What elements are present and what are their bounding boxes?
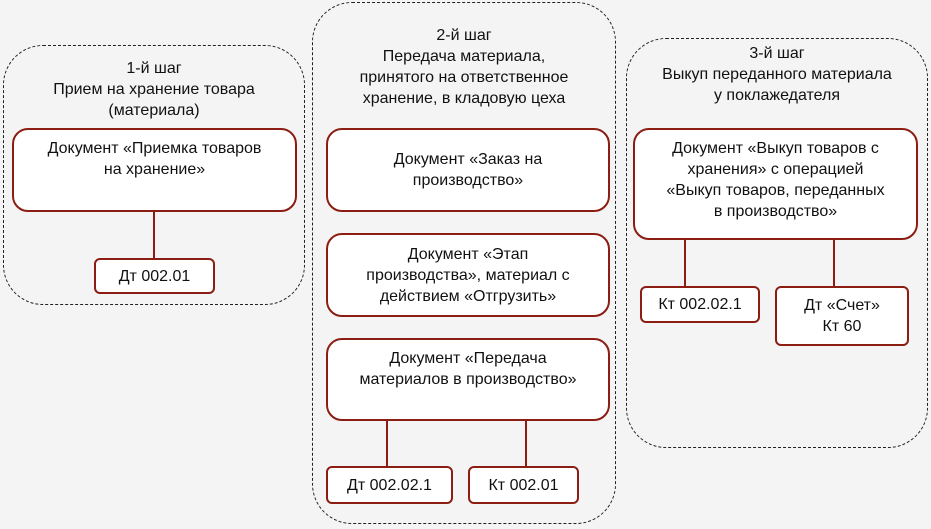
step-3-connector-right bbox=[833, 240, 835, 286]
step-2-group: 2-й шаг Передача материала, принятого на… bbox=[312, 2, 616, 524]
step-2-document-order-box: Документ «Заказ на производство» bbox=[326, 128, 610, 212]
step-1-group: 1-й шаг Прием на хранение товара (матери… bbox=[3, 45, 305, 305]
step-2-heading: 2-й шаг Передача материала, принятого на… bbox=[359, 27, 569, 107]
step-3-heading: 3-й шаг Выкуп переданного материала у по… bbox=[662, 45, 892, 104]
step-2-account-kt: Кт 002.01 bbox=[468, 466, 579, 504]
step-1-account-dt: Дт 002.01 bbox=[94, 258, 215, 294]
step-3-connector-left bbox=[684, 240, 686, 286]
step-2-document-transfer-box: Документ «Передача материалов в производ… bbox=[326, 338, 610, 421]
step-1-heading: 1-й шаг Прием на хранение товара (матери… bbox=[53, 60, 255, 119]
step-2-connector-right bbox=[525, 421, 527, 466]
step-3-account-dt-kt: Дт «Счет» Кт 60 bbox=[775, 286, 909, 346]
step-3-document-box: Документ «Выкуп товаров с хранения» с оп… bbox=[633, 128, 918, 240]
step-3-account-kt: Кт 002.02.1 bbox=[640, 286, 760, 323]
step-3-group: 3-й шаг Выкуп переданного материала у по… bbox=[626, 38, 928, 448]
step-1-connector bbox=[153, 212, 155, 258]
step-2-connector-left bbox=[386, 421, 388, 466]
step-2-document-stage-box: Документ «Этап производства», материал с… bbox=[326, 233, 610, 317]
step-1-document-box: Документ «Приемка товаров на хранение» bbox=[12, 128, 297, 212]
step-2-account-dt: Дт 002.02.1 bbox=[326, 466, 453, 504]
